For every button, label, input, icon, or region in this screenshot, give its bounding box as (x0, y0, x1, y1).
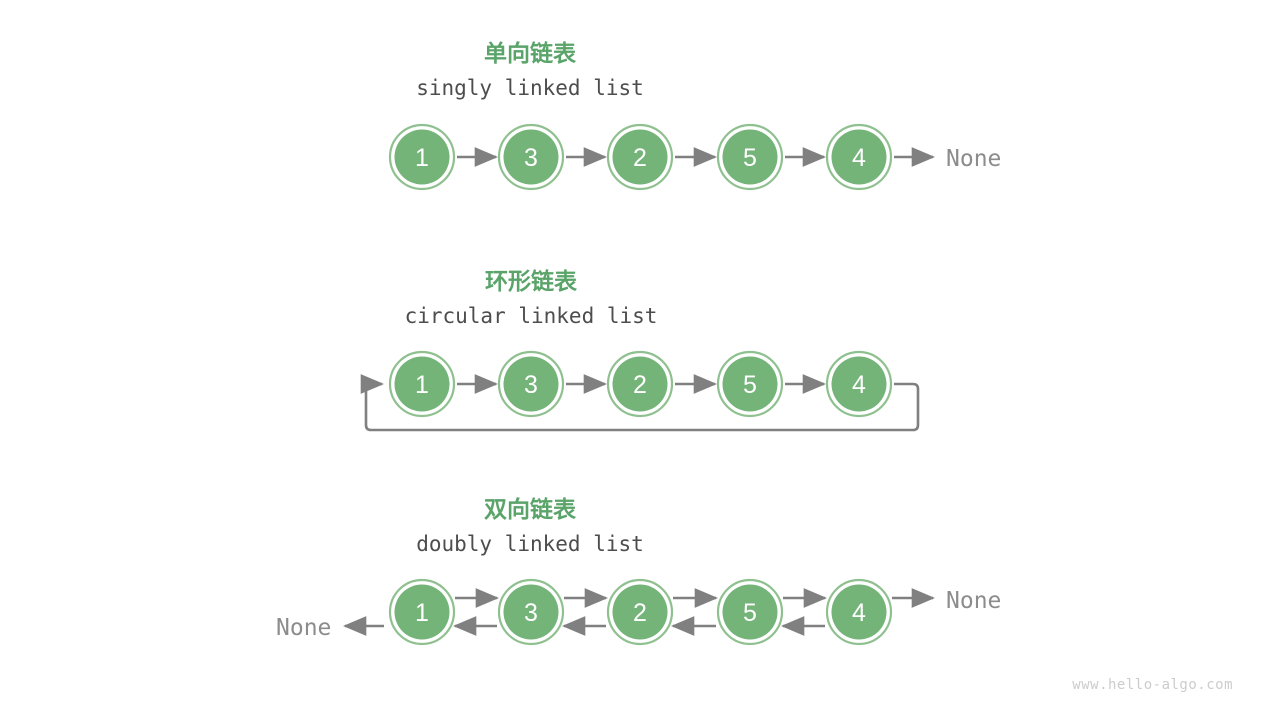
singly-node-4: 5 (716, 123, 784, 191)
node-value: 2 (633, 144, 647, 172)
doubly-node-2: 3 (497, 578, 565, 646)
section-title-en-singly: singly linked list (416, 76, 644, 100)
circular-node-2: 3 (497, 350, 565, 418)
node-value: 5 (743, 599, 757, 627)
node-value: 5 (743, 371, 757, 399)
node-value: 4 (852, 371, 866, 399)
section-title-cn-singly: 单向链表 (484, 40, 577, 67)
singly-node-5: 4 (825, 123, 893, 191)
circular-node-5: 4 (825, 350, 893, 418)
section-circular-linked-list: 环形链表 circular linked list 1 3 (360, 268, 920, 432)
node-value: 1 (415, 599, 429, 627)
watermark-label: www.hello-algo.com (1072, 677, 1233, 693)
singly-node-2: 3 (497, 123, 565, 191)
singly-node-3: 2 (606, 123, 674, 191)
node-value: 3 (524, 599, 538, 627)
doubly-node-3: 2 (606, 578, 674, 646)
tail-null-label-singly: None (946, 146, 1001, 172)
node-value: 2 (633, 371, 647, 399)
section-singly-linked-list: 单向链表 singly linked list 1 3 (388, 40, 1001, 191)
doubly-node-1: 1 (388, 578, 456, 646)
link-loopback-4-1 (360, 374, 920, 432)
doubly-node-5: 4 (825, 578, 893, 646)
circular-links (360, 374, 920, 432)
section-title-cn-doubly: 双向链表 (484, 496, 577, 523)
circular-node-1: 1 (388, 350, 456, 418)
node-value: 2 (633, 599, 647, 627)
doubly-node-4: 5 (716, 578, 784, 646)
node-value: 4 (852, 599, 866, 627)
section-title-cn-circular: 环形链表 (485, 268, 578, 295)
node-value: 1 (415, 144, 429, 172)
node-value: 4 (852, 144, 866, 172)
circular-node-4: 5 (716, 350, 784, 418)
singly-node-1: 1 (388, 123, 456, 191)
node-value: 5 (743, 144, 757, 172)
node-value: 3 (524, 371, 538, 399)
node-value: 1 (415, 371, 429, 399)
head-null-label-doubly: None (276, 615, 331, 641)
section-doubly-linked-list: 双向链表 doubly linked list 1 (276, 496, 1001, 646)
node-value: 3 (524, 144, 538, 172)
section-title-en-circular: circular linked list (405, 304, 658, 328)
circular-node-3: 2 (606, 350, 674, 418)
tail-null-label-doubly: None (946, 588, 1001, 614)
section-title-en-doubly: doubly linked list (416, 532, 644, 556)
